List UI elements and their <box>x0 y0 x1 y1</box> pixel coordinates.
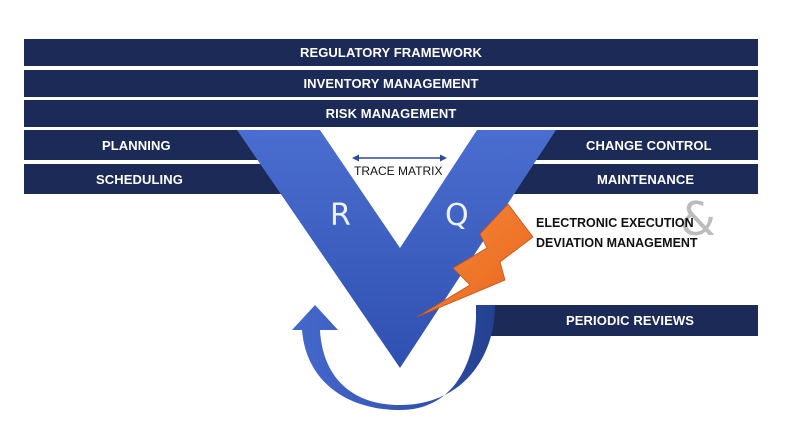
bar-label: PLANNING <box>102 137 171 153</box>
electronic-execution-label: ELECTRONIC EXECUTION DEVIATION MANAGEMEN… <box>536 213 698 253</box>
lightning-bolt-icon <box>416 203 534 318</box>
layer-label: RISK MANAGEMENT <box>325 106 457 121</box>
layer-risk-management: RISK MANAGEMENT <box>24 100 758 127</box>
layer-label: REGULATORY FRAMEWORK <box>299 45 483 60</box>
return-arrow-icon <box>292 305 495 410</box>
v-shape <box>237 130 556 368</box>
trace-matrix-label: TRACE MATRIX <box>354 164 443 178</box>
execution-line-1: ELECTRONIC EXECUTION <box>536 216 694 230</box>
trace-matrix-arrow-icon <box>352 154 447 162</box>
execution-line-2: DEVIATION MANAGEMENT <box>536 236 698 250</box>
bar-label: MAINTENANCE <box>597 171 695 187</box>
ampersand-mark: & <box>680 192 716 246</box>
layer-regulatory-framework: REGULATORY FRAMEWORK <box>24 39 758 66</box>
bar-periodic-reviews: PERIODIC REVIEWS <box>476 305 758 336</box>
requirements-letter: R <box>330 198 351 233</box>
bar-label: PERIODIC REVIEWS <box>566 313 695 328</box>
layer-label: INVENTORY MANAGEMENT <box>303 76 479 91</box>
layer-inventory-management: INVENTORY MANAGEMENT <box>24 70 758 97</box>
bar-label: SCHEDULING <box>96 171 183 187</box>
bar-scheduling: SCHEDULING <box>24 164 314 194</box>
bar-label: CHANGE CONTROL <box>586 137 712 153</box>
qualification-letter: Q <box>445 198 469 233</box>
